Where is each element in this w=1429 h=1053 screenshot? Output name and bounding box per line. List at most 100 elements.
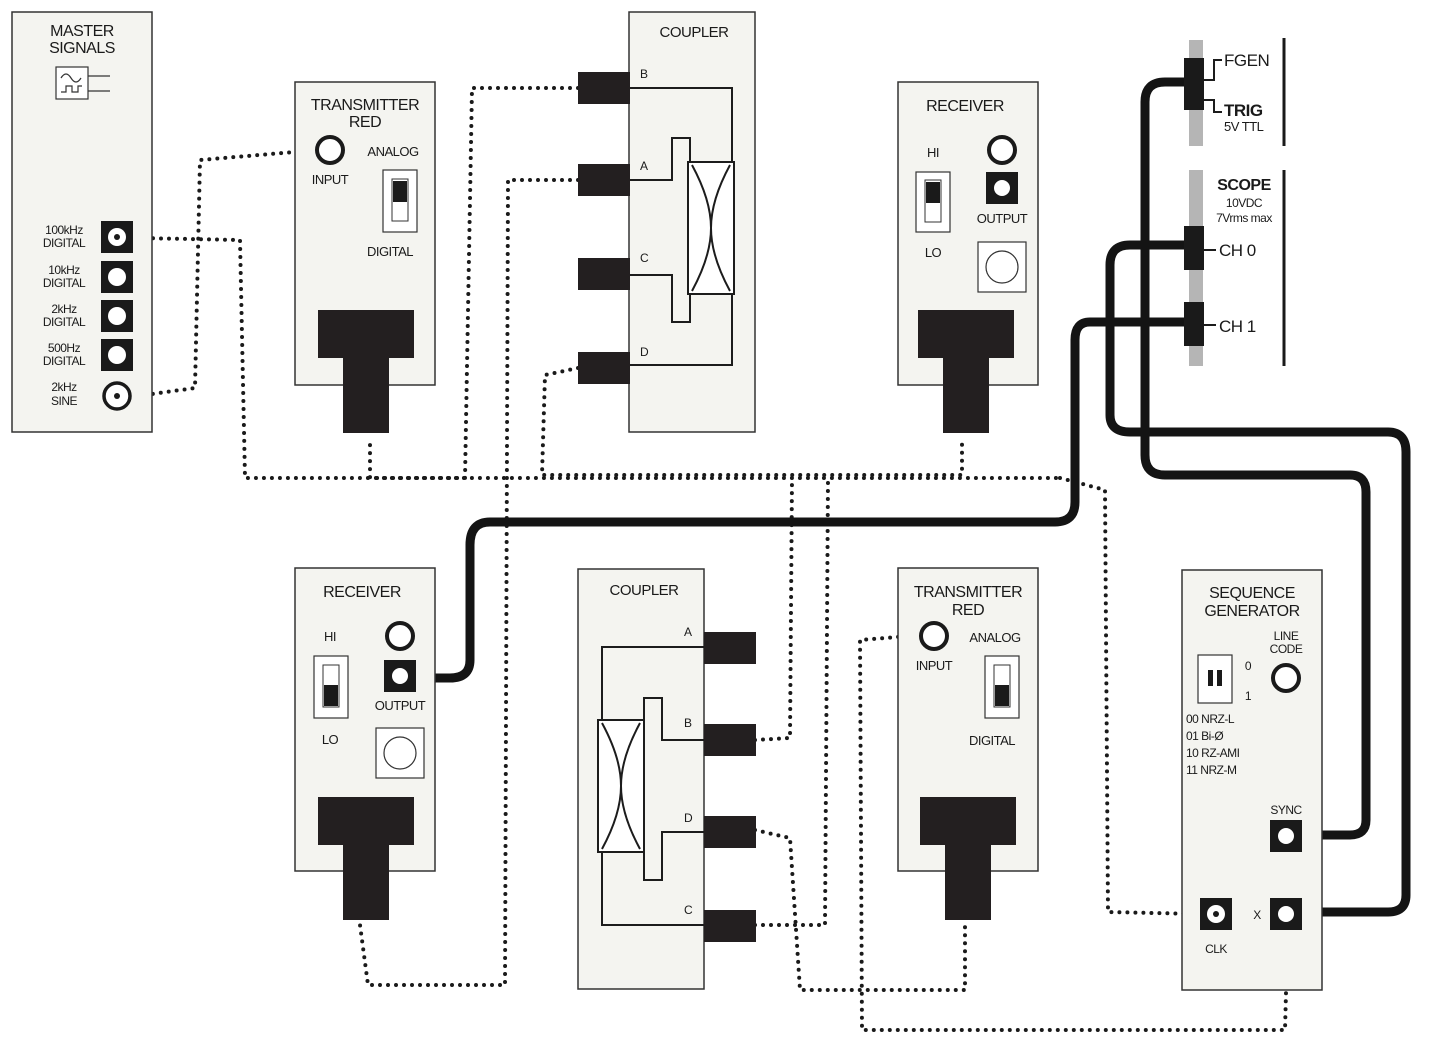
- rx-top-detector-block: [918, 310, 1014, 358]
- instrument-strip: FGEN TRIG 5V TTL SCOPE 10VDC 7Vrms max C…: [1184, 38, 1286, 366]
- patch-coupler-a-to-rx-bottom: [358, 178, 580, 987]
- tx-top-input-label: INPUT: [312, 172, 349, 187]
- cable-ch1-to-rx-output: [397, 317, 1190, 683]
- patch-tx2-input: [857, 633, 1290, 1032]
- seqgen-title-2: GENERATOR: [1204, 603, 1299, 620]
- patch-bus-to-clk: [1058, 476, 1202, 916]
- receiver-bottom-panel: RECEIVER HI LO OUTPUT: [294, 567, 436, 920]
- trig-label: TRIG: [1224, 101, 1263, 120]
- tx-bottom-input-jack[interactable]: [919, 621, 949, 651]
- sequence-generator-panel: SEQUENCE GENERATOR LINE CODE 0 1 00 NRZ-…: [1181, 569, 1323, 991]
- coupler-bottom-d-label: D: [684, 811, 693, 825]
- coupler-top-port-b[interactable]: [578, 72, 630, 104]
- line-code-jack[interactable]: [1271, 663, 1301, 693]
- scope-sub2-label: 7Vrms max: [1216, 211, 1272, 225]
- scope-ch1-plug[interactable]: [1184, 302, 1204, 346]
- rx-top-output-label: OUTPUT: [977, 211, 1028, 226]
- rx-top-hi-label: HI: [927, 145, 939, 160]
- coupler-top-b-label: B: [640, 67, 648, 81]
- out4-label-2: DIGITAL: [43, 354, 86, 368]
- code-nrz-m: 11 NRZ-M: [1186, 763, 1237, 777]
- coupler-bottom-b-label: B: [684, 716, 692, 730]
- patch-sine-to-tx-input: [135, 148, 320, 398]
- sync-label: SYNC: [1270, 803, 1302, 817]
- fgen-label: FGEN: [1224, 51, 1269, 70]
- waveform-icon: [55, 66, 110, 100]
- coupler-bottom-port-a[interactable]: [704, 632, 756, 664]
- tx-top-title-1: TRANSMITTER: [311, 97, 419, 114]
- coupler-top-port-a[interactable]: [578, 164, 630, 196]
- cable-fgen-to-sync: [1140, 77, 1371, 840]
- scope-cables: [397, 77, 1411, 917]
- coupler-top-panel: COUPLER B A C D: [578, 11, 756, 433]
- rx-bottom-lo-label: LO: [322, 732, 339, 747]
- x-label: X: [1253, 908, 1261, 922]
- tx-bottom-title-2: RED: [952, 602, 984, 619]
- out2-label-1: 10kHz: [48, 263, 80, 277]
- out3-label-1: 2kHz: [51, 302, 77, 316]
- line-code-label-2: CODE: [1270, 642, 1303, 656]
- tx-top-analog-label: ANALOG: [367, 144, 419, 159]
- coupler-top-c-label: C: [640, 251, 649, 265]
- rx-top-lo-label: LO: [925, 245, 942, 260]
- out5-label-2: SINE: [51, 394, 78, 408]
- rx-bottom-input-jack[interactable]: [385, 621, 415, 651]
- ch1-label: CH 1: [1219, 317, 1256, 336]
- out3-label-2: DIGITAL: [43, 315, 86, 329]
- ch0-label: CH 0: [1219, 241, 1256, 260]
- patch-100khz-to-bus: [135, 236, 1062, 480]
- coupler-bottom-port-c[interactable]: [704, 910, 756, 942]
- coupler-bottom-c-label: C: [684, 903, 693, 917]
- rx-top-title: RECEIVER: [926, 98, 1004, 115]
- switch-0-label: 0: [1245, 659, 1252, 673]
- code-bi-phase: 01 Bi-Ø: [1186, 729, 1223, 743]
- coupler-top-a-label: A: [640, 159, 648, 173]
- coupler-top-port-c[interactable]: [578, 258, 630, 290]
- coupler-bottom-schematic: [597, 646, 704, 926]
- coupler-top-port-d[interactable]: [578, 352, 630, 384]
- patch-leads: [135, 86, 1290, 1032]
- seqgen-title-1: SEQUENCE: [1209, 585, 1295, 602]
- coupler-bottom-panel: COUPLER A B D C: [577, 568, 756, 990]
- out2-label-2: DIGITAL: [43, 276, 86, 290]
- rx-top-input-jack[interactable]: [987, 135, 1017, 165]
- patch-coupler-b2-up: [753, 476, 794, 742]
- tx-top-title-2: RED: [349, 114, 381, 131]
- tx-bottom-analog-label: ANALOG: [969, 630, 1021, 645]
- tx-bottom-title-1: TRANSMITTER: [914, 584, 1022, 601]
- cable-ch0-to-clk-x: [1105, 240, 1411, 917]
- code-rz-ami: 10 RZ-AMI: [1186, 746, 1240, 760]
- master-title-2: SIGNALS: [49, 40, 115, 57]
- trig-sub-label: 5V TTL: [1224, 119, 1264, 134]
- tx-bottom-digital-label: DIGITAL: [969, 733, 1015, 748]
- coupler-bottom-port-b[interactable]: [704, 724, 756, 756]
- tx-top-digital-label: DIGITAL: [367, 244, 413, 259]
- transmitter-bottom-panel: TRANSMITTER RED INPUT ANALOG DIGITAL: [897, 567, 1039, 920]
- patch-coupler-b-to-rx: [368, 86, 580, 480]
- tx-bottom-input-label: INPUT: [916, 658, 953, 673]
- out5-label-1: 2kHz: [51, 380, 77, 394]
- switch-1-label: 1: [1245, 689, 1252, 703]
- coupler-top-schematic: [630, 87, 735, 366]
- code-nrz-l: 00 NRZ-L: [1186, 712, 1235, 726]
- line-code-label-1: LINE: [1274, 629, 1299, 643]
- coupler-bottom-title: COUPLER: [609, 582, 679, 599]
- tx-top-led-block: [318, 310, 414, 358]
- out1-label-2: DIGITAL: [43, 236, 86, 250]
- tx-bottom-led-block: [920, 797, 1016, 845]
- coupler-top-title: COUPLER: [659, 24, 729, 41]
- tx-top-input-jack[interactable]: [315, 135, 345, 165]
- coupler-bottom-port-d[interactable]: [704, 816, 756, 848]
- transmitter-top-panel: TRANSMITTER RED INPUT ANALOG DIGITAL: [294, 81, 436, 433]
- line-code-dip-switch[interactable]: [1197, 654, 1233, 704]
- rx-bottom-detector-block: [318, 797, 414, 845]
- rx-bottom-hi-label: HI: [324, 629, 336, 644]
- clk-label: CLK: [1205, 942, 1227, 956]
- out1-label-1: 100kHz: [45, 223, 83, 237]
- scope-sub1-label: 10VDC: [1226, 196, 1263, 210]
- out4-label-1: 500Hz: [48, 341, 81, 355]
- coupler-bottom-a-label: A: [684, 625, 692, 639]
- scope-ch0-plug[interactable]: [1184, 226, 1204, 270]
- scope-label: SCOPE: [1217, 177, 1271, 194]
